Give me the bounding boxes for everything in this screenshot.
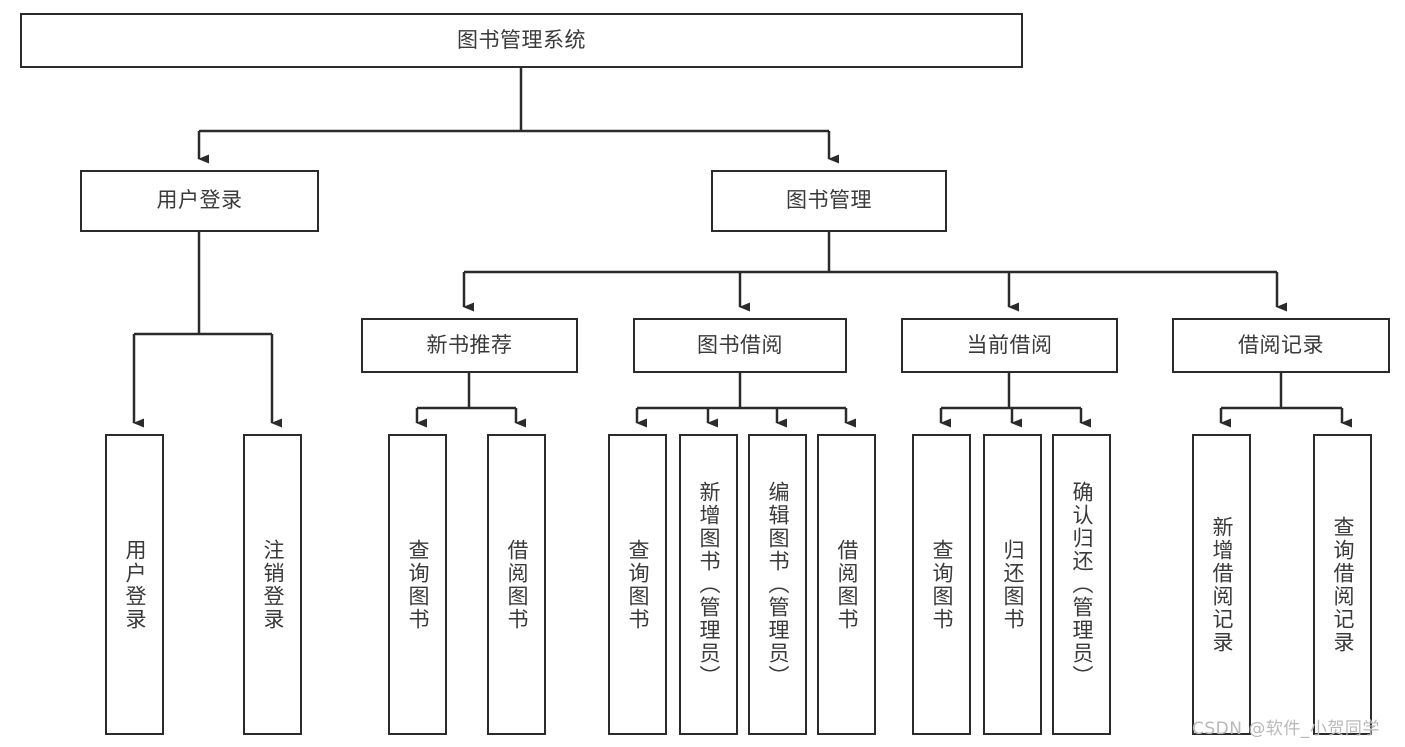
leaf-query-book-borrow[interactable]: 查询图书 [608,434,667,735]
leaf-user-login[interactable]: 用户登录 [105,434,164,735]
node-label: 图书借阅 [697,332,783,357]
node-label: 当前借阅 [966,332,1053,357]
node-root[interactable]: 图书管理系统 [20,13,1023,68]
node-new-book-recommend[interactable]: 新书推荐 [361,318,578,373]
leaf-logout-login[interactable]: 注销登录 [243,434,302,735]
node-label: 查询图书 [626,538,650,631]
node-label: 用户登录 [123,538,147,631]
node-current-borrow[interactable]: 当前借阅 [901,318,1118,373]
node-label: 归还图书 [1001,538,1025,631]
node-label: 图书管理 [786,188,872,213]
leaf-confirm-return-admin[interactable]: 确认归还（管理员） [1052,434,1111,735]
leaf-borrow-book-recommend[interactable]: 借阅图书 [487,434,546,735]
leaf-add-book-admin[interactable]: 新增图书（管理员） [679,434,738,735]
leaf-return-book[interactable]: 归还图书 [983,434,1042,735]
node-user-login[interactable]: 用户登录 [80,170,319,232]
node-book-borrow[interactable]: 图书借阅 [633,318,847,373]
node-label: 查询图书 [406,538,430,631]
leaf-add-borrow-record[interactable]: 新增借阅记录 [1192,434,1251,735]
node-borrow-record[interactable]: 借阅记录 [1172,318,1390,373]
node-label: 查询图书 [930,538,954,631]
node-book-management[interactable]: 图书管理 [711,170,947,232]
leaf-query-book-recommend[interactable]: 查询图书 [388,434,447,735]
node-label: 查询借阅记录 [1331,515,1355,654]
node-label: 注销登录 [261,538,285,631]
node-label: 新书推荐 [426,332,513,357]
node-label: 确认归还（管理员） [1070,481,1094,688]
node-label: 编辑图书（管理员） [766,481,790,688]
leaf-borrow-book[interactable]: 借阅图书 [817,434,876,735]
leaf-query-borrow-record[interactable]: 查询借阅记录 [1313,434,1372,735]
node-label: 新增借阅记录 [1210,515,1234,654]
node-label: 借阅记录 [1238,332,1324,357]
node-label: 借阅图书 [835,538,859,631]
leaf-query-book-current[interactable]: 查询图书 [912,434,971,735]
node-label: 图书管理系统 [457,27,586,52]
leaf-edit-book-admin[interactable]: 编辑图书（管理员） [748,434,807,735]
csdn-watermark: CSDN @软件_小贺同学 [1192,719,1380,739]
node-label: 借阅图书 [505,538,529,631]
node-label: 新增图书（管理员） [697,481,721,688]
node-label: 用户登录 [156,188,243,213]
